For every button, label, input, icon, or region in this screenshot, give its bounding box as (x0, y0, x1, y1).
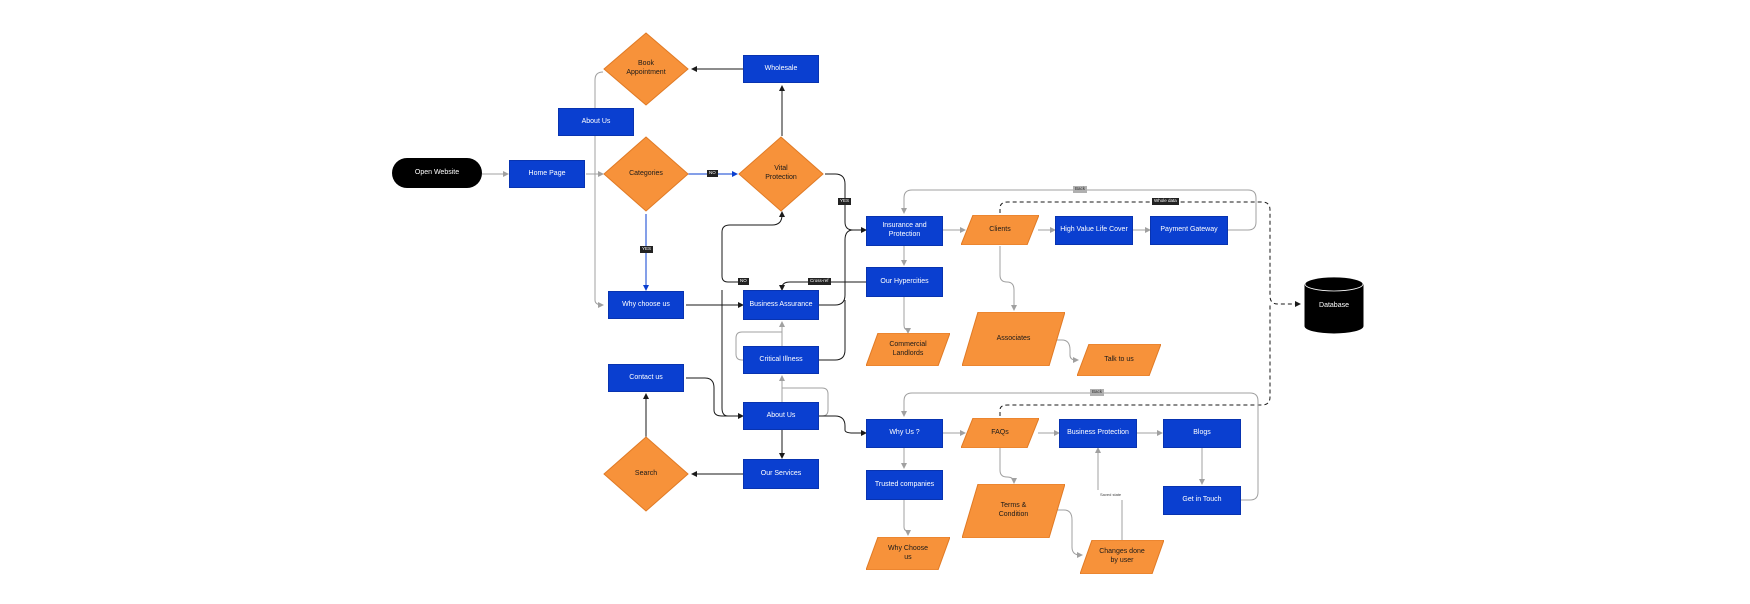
about-us-top-node[interactable]: About Us (558, 108, 634, 136)
edge-faqs-terms (999, 448, 1017, 484)
open-website-node[interactable]: Open Website (392, 158, 482, 188)
why-us-node[interactable]: Why Us ? (866, 419, 943, 448)
search-decision[interactable]: Search (603, 436, 689, 512)
edge-clients-associates (999, 246, 1017, 311)
contact-us-node[interactable]: Contact us (608, 364, 684, 392)
saved-state-label: Saved state (1100, 492, 1122, 497)
faqs-label: FAQs (991, 428, 1009, 436)
diamond-shape (603, 436, 689, 512)
parallelogram-shape (961, 418, 1039, 448)
payment-gateway-node[interactable]: Payment Gateway (1150, 216, 1228, 245)
why-choose-us-bottom-label: Why Choose us (887, 544, 929, 561)
parallelogram-shape (866, 333, 950, 366)
edge-critical-loop (735, 331, 782, 361)
business-assurance-node[interactable]: Business Assurance (743, 290, 819, 320)
critical-illness-node[interactable]: Critical Illness (743, 346, 819, 374)
categories-decision[interactable]: Categories (603, 136, 689, 212)
our-hypercities-node[interactable]: Our Hypercities (866, 267, 943, 297)
clients-label: Clients (989, 225, 1011, 233)
back-tag-bottom: Back (1090, 389, 1105, 396)
associates-data[interactable]: Associates (962, 312, 1065, 366)
edge-contact-about (686, 377, 744, 419)
parallelogram-shape (961, 215, 1039, 245)
blogs-node[interactable]: Blogs (1163, 419, 1241, 448)
changes-done-by-user-label: Changes done by user (1099, 548, 1145, 564)
yes-tag-vital: YES (838, 198, 852, 205)
faqs-data[interactable]: FAQs (961, 418, 1039, 448)
edge-business-vital (721, 211, 785, 283)
edge-terms-changes (1057, 509, 1083, 558)
vital-protection-label: Vital Protection (765, 165, 797, 181)
edge-trusted-whychoose (903, 500, 911, 536)
high-value-life-cover-node[interactable]: High Value Life Cover (1055, 216, 1133, 245)
trusted-companies-node[interactable]: Trusted companies (866, 470, 943, 500)
edge-home-why (594, 174, 604, 308)
our-services-node[interactable]: Our Services (743, 459, 819, 489)
edge-hypercities-commercial (903, 297, 911, 334)
wholesale-node[interactable]: Wholesale (743, 55, 819, 83)
parallelogram-shape (1080, 540, 1164, 574)
yes-tag-categories: YES (640, 246, 654, 253)
changes-done-by-user-data[interactable]: Changes done by user (1080, 540, 1164, 574)
about-us-mid-node[interactable]: About Us (743, 402, 819, 430)
parallelogram-shape (866, 537, 950, 570)
vital-protection-decision[interactable]: Vital Protection (738, 136, 824, 212)
edge-critical-insurance (818, 300, 846, 361)
parallelogram-shape (962, 312, 1065, 366)
edge-back-database (999, 304, 1271, 416)
categories-label: Categories (629, 169, 663, 177)
why-choose-us-bottom-data[interactable]: Why Choose us (866, 537, 950, 570)
no-tag-business: NO (738, 278, 749, 285)
database-node[interactable]: Database (1304, 276, 1364, 334)
edge-hypercities-business (779, 281, 866, 291)
commercial-landlords-data[interactable]: Commercial Landlords (866, 333, 950, 366)
talk-to-us-data[interactable]: Talk to us (1077, 344, 1161, 376)
home-page-node[interactable]: Home Page (509, 160, 585, 188)
diamond-shape (738, 136, 824, 212)
associates-label: Associates (996, 334, 1031, 342)
book-appointment-label: Book Appointment (626, 60, 666, 76)
back-tag-top: Back (1073, 186, 1088, 193)
terms-condition-data[interactable]: Terms & Condition (962, 484, 1065, 538)
edge-business-insurance (818, 229, 854, 306)
parallelogram-shape (962, 484, 1065, 538)
insurance-protection-node[interactable]: Insurance and Protection (866, 216, 943, 246)
clients-data[interactable]: Clients (961, 215, 1039, 245)
database-cylinder-icon (1304, 276, 1364, 334)
diamond-shape (603, 136, 689, 212)
diamond-shape (603, 32, 689, 106)
edge-about-business-left (721, 290, 743, 417)
edge-payment-back (901, 189, 1257, 231)
terms-condition-label: Terms & Condition (998, 502, 1029, 518)
edge-home-bookappt (594, 71, 604, 174)
why-choose-us-node[interactable]: Why choose us (608, 291, 684, 319)
database-label: Database (1319, 301, 1349, 309)
edge-getintouch-back (901, 392, 1259, 501)
edge-about-whyus (818, 415, 867, 436)
crossref-tag: Cross-ref (808, 278, 831, 285)
edge-wholedata-database (999, 201, 1301, 307)
commercial-landlords-label: Commercial Landlords (889, 340, 927, 357)
parallelogram-shape (1077, 344, 1161, 376)
edge-associates-talk (1053, 339, 1079, 363)
book-appointment-decision[interactable]: Book Appointment (603, 32, 689, 106)
search-label: Search (634, 469, 658, 477)
whole-data-tag: Whole data (1152, 198, 1179, 205)
get-in-touch-node[interactable]: Get in Touch (1163, 486, 1241, 515)
business-protection-node[interactable]: Business Protection (1059, 419, 1137, 448)
talk-to-us-label: Talk to us (1104, 355, 1134, 363)
no-tag-categories: NO (707, 170, 718, 177)
